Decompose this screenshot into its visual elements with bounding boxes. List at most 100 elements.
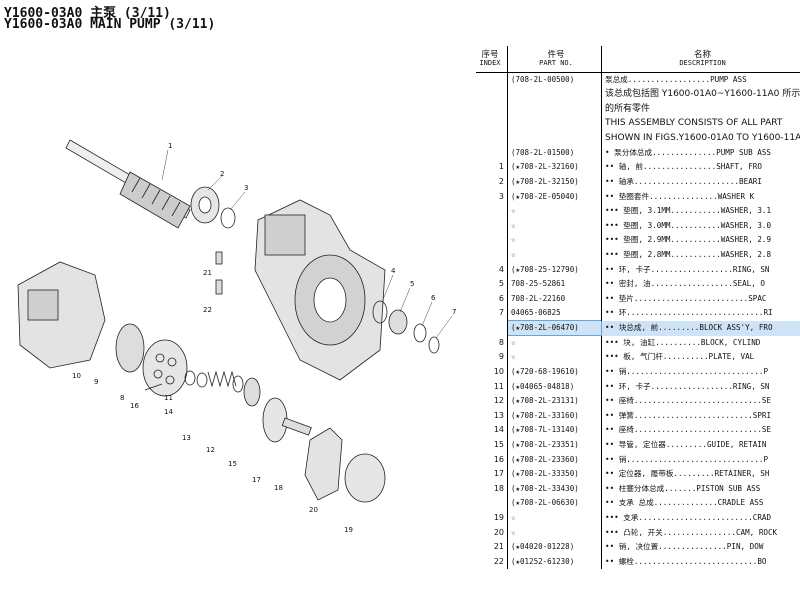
- table-row: 21(★04020-01228)•• 销, 决位置...............…: [476, 539, 800, 555]
- shoe-retainer-part: [262, 397, 288, 443]
- row-description: •• 座椅............................SE: [605, 396, 772, 406]
- table-row: (708-2L-01500)• 泵分体总成..............PUMP …: [476, 145, 800, 161]
- ring-part: [428, 336, 440, 354]
- row-index: [476, 72, 508, 88]
- callout-20: 20: [309, 506, 318, 514]
- row-index: [476, 101, 508, 117]
- row-part-number: 708-25-52861: [507, 276, 602, 292]
- row-index: 17: [476, 466, 508, 482]
- table-row: 18(★708-2L-33430)•• 柱塞分体总成.......PISTON …: [476, 481, 800, 497]
- piston-part: [281, 417, 312, 436]
- row-index: 15: [476, 437, 508, 453]
- row-index: [476, 247, 508, 263]
- row-description: •• 定位器, 履带板.........RETAINER, SH: [605, 469, 770, 479]
- table-row: 20☆••• 凸轮, 开关................CAM, ROCK: [476, 525, 800, 540]
- row-index: 10: [476, 364, 508, 380]
- table-row: (708-2L-00500)泵总成..................PUMP …: [476, 72, 800, 88]
- row-index: 9: [476, 350, 508, 365]
- table-row: (★708-2L-06470)•• 块总成, 前.........BLOCK A…: [476, 320, 800, 337]
- row-part-number: (★708-2L-32150): [507, 174, 602, 190]
- row-description: 的所有零件: [605, 103, 651, 114]
- row-index: [476, 218, 508, 234]
- row-index: 4: [476, 262, 508, 277]
- callout-4: 4: [391, 267, 396, 275]
- table-row: 11(★04065-04818)•• 环, 卡子................…: [476, 379, 800, 394]
- table-row: 19☆••• 支承.........................CRAD: [476, 510, 800, 526]
- table-row: 该总成包括图 Y1600-01A0~Y1600-11A0 所示: [476, 87, 800, 102]
- callout-22: 22: [203, 306, 212, 314]
- bolt-part: [215, 279, 223, 295]
- row-part-number: ☆: [507, 203, 602, 219]
- row-description: •• 螺栓...........................BO: [605, 556, 767, 566]
- pin-part: [144, 383, 163, 391]
- row-part-number: (★708-2E-05040): [507, 189, 602, 204]
- row-part-number: [507, 101, 602, 117]
- row-part-number: ☆: [507, 335, 602, 351]
- row-part-number: ☆: [507, 350, 602, 365]
- row-part-number: (★04020-01228): [507, 539, 602, 555]
- row-description: •• 环, 卡子..................RING, SN: [605, 381, 770, 391]
- table-row: 的所有零件: [476, 101, 800, 117]
- row-part-number: ☆: [507, 525, 602, 540]
- row-index: [476, 203, 508, 219]
- table-row: 22(★01252-61230)•• 螺栓...................…: [476, 554, 800, 570]
- callout-1: 1: [168, 142, 172, 150]
- table-row: ☆••• 垫圈, 3.1MM...........WASHER, 3.1: [476, 203, 800, 219]
- snap-ring-11: [184, 370, 196, 386]
- row-description: •• 垫片.........................SPAC: [605, 293, 767, 303]
- row-description: •• 环..............................RI: [605, 308, 773, 318]
- row-index: [476, 130, 508, 146]
- cylinder-block-part: [142, 339, 188, 397]
- col-index-header: 序号 INDEX: [476, 46, 508, 73]
- row-part-number: [507, 87, 602, 102]
- table-row: 15(★708-2L-23351)•• 导管, 定位器.........GUID…: [476, 437, 800, 453]
- row-index: 1: [476, 160, 508, 175]
- table-row: 17(★708-2L-33350)•• 定位器, 履带板.........RET…: [476, 466, 800, 482]
- row-description: ••• 支承.........................CRAD: [605, 513, 772, 523]
- table-row: 2(★708-2L-32150)•• 轴承...................…: [476, 174, 800, 190]
- table-row: 10(★720-68-19610)•• 销...................…: [476, 364, 800, 380]
- row-part-number: (★708-25-12790): [507, 262, 602, 277]
- row-index: [476, 116, 508, 131]
- callout-16: 16: [130, 402, 139, 410]
- row-description: •• 座椅............................SE: [605, 425, 772, 435]
- row-part-number: (★720-68-19610): [507, 364, 602, 380]
- row-part-number: (★708-2L-23131): [507, 393, 602, 409]
- table-row: 14(★708-7L-13140)•• 座椅..................…: [476, 423, 800, 438]
- table-header-row: 序号 INDEX 件号 PART NO. 名称 DESCRIPTION: [476, 46, 800, 73]
- bearing-part: [190, 186, 220, 224]
- callout-14: 14: [164, 408, 173, 416]
- rocker-cam-part: [344, 453, 386, 503]
- row-description: •• 垫圈套件...............WASHER K: [605, 191, 755, 201]
- callout-18: 18: [274, 484, 283, 492]
- page-title-zh: Y1600-03A0 主泵 (3/11): [4, 6, 171, 21]
- row-description: •• 轴, 前................SHAFT, FRO: [605, 162, 762, 172]
- row-part-number: ☆: [507, 510, 602, 526]
- row-description: •• 弹簧..........................SPRI: [605, 410, 772, 420]
- table-row: ☆••• 垫圈, 2.8MM...........WASHER, 2.8: [476, 247, 800, 263]
- row-index: [476, 145, 508, 161]
- row-index: [476, 87, 508, 102]
- row-index: 13: [476, 408, 508, 424]
- row-part-number: ☆: [507, 218, 602, 234]
- seat-part: [196, 372, 208, 388]
- row-description: 泵总成..................PUMP ASS: [605, 75, 747, 85]
- callout-11: 11: [164, 394, 173, 402]
- row-part-number: (708-2L-00500): [507, 72, 602, 88]
- row-description: ••• 块, 油缸..........BLOCK, CYLIND: [605, 337, 761, 347]
- row-index: 12: [476, 393, 508, 409]
- dowel-pin-part: [215, 251, 223, 265]
- row-description: •• 环, 卡子..................RING, SN: [605, 264, 770, 274]
- row-description: ••• 垫圈, 3.1MM...........WASHER, 3.1: [605, 206, 772, 216]
- table-row: 16(★708-2L-23360)•• 销...................…: [476, 452, 800, 467]
- table-row: 9☆••• 板, 气门杆..........PLATE, VAL: [476, 350, 800, 365]
- row-part-number: (★708-7L-13140): [507, 423, 602, 438]
- table-row: (★708-2L-06630)•• 支承 总成..............CRA…: [476, 496, 800, 511]
- row-description: ••• 垫圈, 2.8MM...........WASHER, 2.8: [605, 249, 772, 259]
- callout-3: 3: [244, 184, 248, 192]
- row-description: •• 销..............................P: [605, 454, 769, 464]
- row-description: •• 柱塞分体总成.......PISTON SUB ASS: [605, 483, 761, 493]
- callout-17: 17: [252, 476, 261, 484]
- row-description: •• 轴承.......................BEARI: [605, 176, 762, 186]
